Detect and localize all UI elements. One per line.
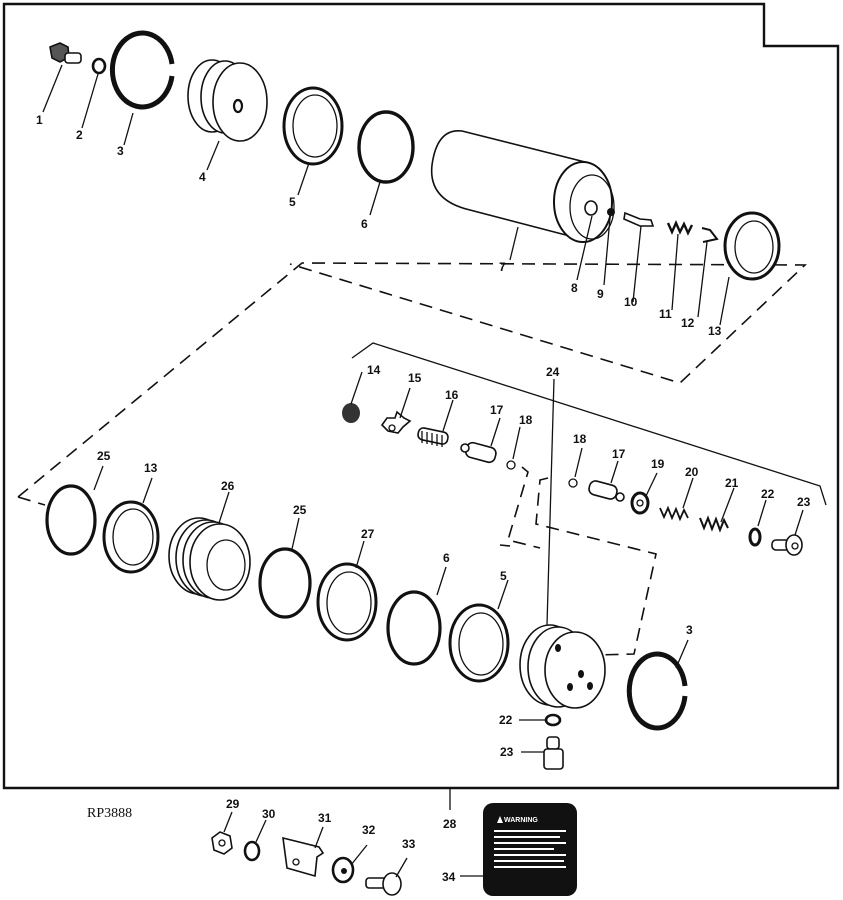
callout-5b: 5 — [500, 569, 507, 583]
part-17-spool — [460, 417, 501, 464]
callout-1: 1 — [36, 113, 43, 127]
callout-18b: 18 — [573, 432, 587, 446]
callout-25: 25 — [97, 449, 111, 463]
part-9-ball — [603, 208, 615, 286]
part-5-seal — [282, 86, 344, 196]
part-22-o-ring — [748, 499, 767, 547]
callout-26: 26 — [221, 479, 235, 493]
part-26-piston-assembly — [168, 491, 251, 601]
kit-boundary-dashed-lower — [17, 496, 46, 506]
callout-29: 29 — [226, 797, 240, 811]
callout-10: 10 — [624, 295, 638, 309]
callout-18: 18 — [519, 413, 533, 427]
part-14-plug — [342, 371, 363, 423]
part-8-fitting — [576, 200, 598, 281]
part-20-spring — [659, 477, 694, 522]
part-7-cylinder-barrel — [430, 130, 615, 261]
part-4-piston — [187, 59, 268, 171]
kit-boundary-dashed — [17, 262, 808, 498]
part-1-plug — [42, 42, 82, 113]
callout-11: 11 — [659, 307, 672, 321]
warning-decal-title: WARNING — [504, 817, 538, 824]
callout-6: 6 — [361, 217, 368, 231]
part-16-spring — [417, 399, 454, 447]
part-21-spring — [699, 487, 735, 533]
part-29-nut — [211, 811, 233, 855]
part-3b-snap-ring — [626, 639, 689, 731]
part-22b-o-ring — [519, 713, 562, 727]
part-19-washer — [630, 472, 658, 515]
callout-3: 3 — [117, 144, 124, 158]
callout-34: 34 — [442, 870, 456, 884]
callout-33: 33 — [402, 837, 416, 851]
part-6b-o-ring — [386, 566, 447, 666]
part-13b-seal — [102, 477, 160, 574]
callout-17: 17 — [490, 403, 504, 417]
part-33-bolt — [365, 857, 408, 896]
part-13-seal — [719, 211, 781, 326]
callout-5: 5 — [289, 195, 296, 209]
part-18-ball — [506, 426, 521, 470]
callout-14: 14 — [367, 363, 381, 377]
callout-12: 12 — [681, 316, 695, 330]
part-30-washer — [243, 819, 267, 862]
callout-19: 19 — [651, 457, 665, 471]
diagram-frame — [2, 2, 840, 790]
callout-23: 23 — [797, 495, 811, 509]
part-23b-plug — [521, 736, 564, 770]
callout-22b: 22 — [499, 713, 513, 727]
part-5b-seal — [448, 579, 510, 683]
callout-9: 9 — [597, 287, 604, 301]
part-17b-spool — [588, 460, 625, 502]
callout-20: 20 — [685, 465, 699, 479]
part-31-clamp — [282, 826, 325, 878]
part-11-spring — [666, 220, 694, 311]
callout-17b: 17 — [612, 447, 626, 461]
callout-2: 2 — [76, 128, 83, 142]
part-25-o-ring — [45, 465, 104, 556]
callout-7: 7 — [499, 260, 506, 274]
callout-8: 8 — [571, 281, 578, 295]
callout-32: 32 — [362, 823, 376, 837]
callout-28: 28 — [443, 817, 457, 831]
part-12-clip — [697, 227, 719, 318]
callout-16: 16 — [445, 388, 459, 402]
callout-24: 24 — [546, 365, 560, 379]
part-6-o-ring — [357, 110, 415, 216]
callout-30: 30 — [262, 807, 276, 821]
callout-15: 15 — [408, 371, 422, 385]
part-32-washer — [331, 844, 368, 884]
part-27-backup-ring — [316, 540, 378, 642]
part-15-retainer — [380, 387, 412, 434]
part-25b-o-ring — [258, 517, 312, 619]
part-3-snap-ring — [109, 30, 175, 146]
valve-path-dashed — [499, 466, 657, 656]
figure-reference-code: RP3888 — [87, 806, 132, 821]
callout-6b: 6 — [443, 551, 450, 565]
callout-21: 21 — [725, 476, 739, 490]
callout-13: 13 — [708, 324, 722, 338]
part-2-o-ring — [81, 57, 107, 129]
callout-31: 31 — [318, 811, 332, 825]
callout-27: 27 — [361, 527, 375, 541]
callout-22: 22 — [761, 487, 775, 501]
callout-23b: 23 — [500, 745, 514, 759]
leader-24 — [546, 378, 555, 626]
valve-group-bracket — [351, 342, 827, 506]
callout-3b: 3 — [686, 623, 693, 637]
callout-4: 4 — [199, 170, 206, 184]
part-10-pin — [623, 211, 655, 303]
part-23-plug — [771, 509, 804, 556]
part-34-warning-decal: WARNING — [460, 803, 577, 896]
part-24-valve-body — [519, 624, 606, 709]
callout-13b: 13 — [144, 461, 158, 475]
part-18b-ball — [568, 447, 583, 488]
callout-25b: 25 — [293, 503, 307, 517]
